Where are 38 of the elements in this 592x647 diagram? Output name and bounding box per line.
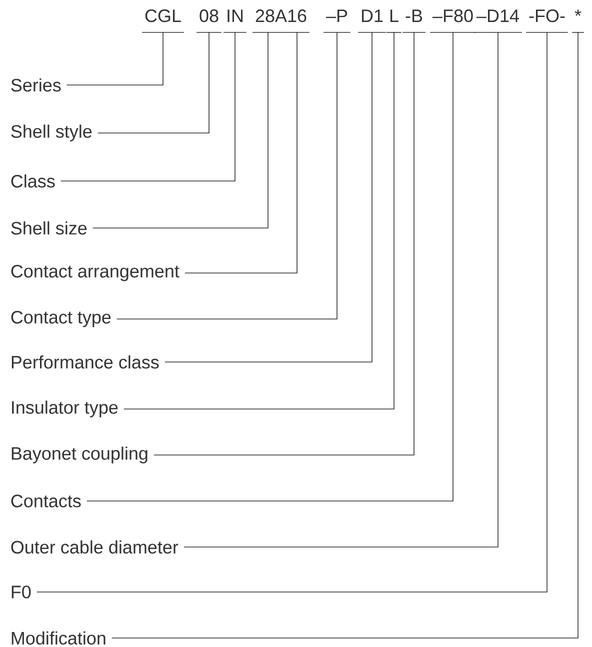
- leader-line: [184, 32, 298, 274]
- code-segment: -FO-: [526, 9, 568, 33]
- field-label: Outer cable diameter: [11, 540, 178, 554]
- field-label: Insulator type: [12, 400, 118, 418]
- code-segment: 08: [196, 9, 222, 33]
- code-segment: IN: [223, 10, 247, 33]
- leader-line: [183, 32, 498, 548]
- leader-line: [116, 32, 338, 320]
- field-label: F0: [12, 586, 31, 598]
- code-segment: L: [386, 10, 402, 33]
- field-label: Shell size: [11, 221, 87, 235]
- code-segment: –F80: [430, 9, 476, 33]
- field-label: Performance class: [12, 355, 159, 369]
- leader-line: [66, 32, 164, 86]
- code-segment: CGL: [142, 9, 184, 33]
- leader-line: [154, 32, 414, 456]
- leader-line: [60, 32, 236, 182]
- leader-line: [123, 32, 394, 410]
- field-label: Contact arrangement: [11, 264, 180, 282]
- field-label: Bayonet coupling: [12, 446, 148, 464]
- code-segment: 28A16: [252, 9, 310, 33]
- field-label: Contact type: [11, 310, 111, 328]
- field-label: Class: [11, 174, 55, 188]
- field-label: Modification: [12, 631, 106, 645]
- code-segment: *: [572, 10, 584, 33]
- code-segment: –P: [323, 10, 351, 33]
- leader-line: [97, 32, 210, 134]
- code-segment: –D14: [474, 10, 522, 33]
- leader-line: [92, 32, 268, 228]
- code-segment: -B: [402, 10, 426, 33]
- field-label: Shell style: [11, 124, 92, 142]
- field-label: Contacts: [11, 494, 81, 508]
- leader-line: [111, 32, 578, 638]
- code-segment: D1: [358, 10, 386, 33]
- leader-line: [164, 32, 372, 362]
- leader-line: [36, 32, 548, 592]
- field-label: Series: [11, 78, 61, 92]
- leader-line: [86, 32, 454, 502]
